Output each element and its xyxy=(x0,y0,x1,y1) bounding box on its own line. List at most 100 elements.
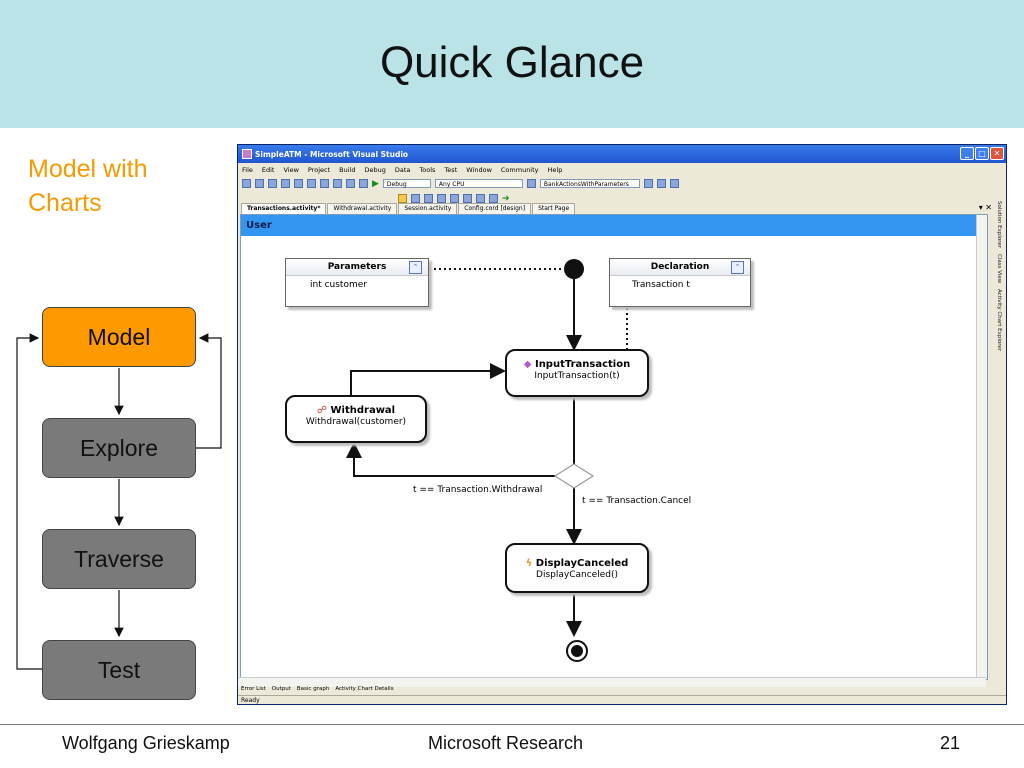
tab-withdrawal-activity[interactable]: Withdrawal.activity xyxy=(327,203,398,214)
minimize-button[interactable]: _ xyxy=(960,147,974,160)
tab-config-cord[interactable]: Config.cord [design] xyxy=(458,203,532,214)
input-transaction-sub: InputTransaction(t) xyxy=(534,371,620,381)
title-band xyxy=(0,0,1024,128)
activity-chart-explorer-tab[interactable]: Activity Chart Explorer xyxy=(996,289,1002,352)
undo-layout-icon[interactable] xyxy=(450,194,459,203)
class-view-tab[interactable]: Class View xyxy=(996,254,1002,284)
tab-start-page[interactable]: Start Page xyxy=(532,203,576,214)
input-transaction-icon: ◆ xyxy=(523,359,532,370)
activity-designer-canvas[interactable]: User xyxy=(240,214,988,680)
footer-divider xyxy=(0,724,1024,725)
menu-project[interactable]: Project xyxy=(307,165,331,174)
menu-debug[interactable]: Debug xyxy=(364,165,386,174)
withdrawal-node[interactable]: ☍ Withdrawal Withdrawal(customer) xyxy=(285,395,427,443)
layout-icon[interactable] xyxy=(424,194,433,203)
declaration-box[interactable]: Declaration ⌃ Transaction t xyxy=(609,258,751,307)
slide-title: Quick Glance xyxy=(379,38,645,87)
collapse-icon[interactable]: ⌃ xyxy=(731,261,744,274)
decision-node xyxy=(553,463,595,489)
start-debug-icon[interactable]: ▶ xyxy=(372,178,379,189)
bottom-tool-tabs: Error List Output Basic graph Activity C… xyxy=(238,686,394,695)
close-button[interactable]: ✕ xyxy=(990,147,1004,160)
close-tab-icon[interactable]: ▾ ✕ xyxy=(978,203,992,212)
find-icon[interactable] xyxy=(526,179,536,188)
menu-tools[interactable]: Tools xyxy=(419,165,436,174)
paste-icon[interactable] xyxy=(333,179,342,188)
cut-icon[interactable] xyxy=(307,179,316,188)
highlight-icon[interactable] xyxy=(398,194,407,203)
display-canceled-title: DisplayCanceled xyxy=(535,558,629,569)
vertical-scrollbar[interactable] xyxy=(976,215,987,679)
menu-help[interactable]: Help xyxy=(547,165,563,174)
designer-toolbar: ➔ xyxy=(238,191,1006,206)
withdrawal-sub: Withdrawal(customer) xyxy=(305,417,407,427)
maximize-button[interactable]: □ xyxy=(975,147,989,160)
redo-layout-icon[interactable] xyxy=(463,194,472,203)
display-canceled-node[interactable]: ϟ DisplayCanceled DisplayCanceled() xyxy=(505,543,649,593)
copy-icon[interactable] xyxy=(320,179,329,188)
flow-connectors xyxy=(16,333,222,670)
standard-toolbar: ▶ Debug Any CPU BankActionsWithParameter… xyxy=(238,176,1006,191)
basic-graph-tab[interactable]: Basic graph xyxy=(296,686,330,692)
side-panel-tabs: Solution Explorer Class View Activity Ch… xyxy=(996,201,1006,681)
open-file-icon[interactable] xyxy=(268,179,277,188)
diagram-edges xyxy=(346,259,628,662)
error-list-tab[interactable]: Error List xyxy=(241,686,266,692)
tab-session-activity[interactable]: Session.activity xyxy=(398,203,458,214)
display-canceled-sub: DisplayCanceled() xyxy=(536,570,618,580)
configuration-select[interactable]: Debug xyxy=(382,179,431,188)
declaration-header: Declaration xyxy=(610,259,750,276)
collapse-icon[interactable]: ⌃ xyxy=(409,261,422,274)
parameters-box[interactable]: Parameters ⌃ int customer xyxy=(285,258,429,307)
redo-icon[interactable] xyxy=(359,179,368,188)
footer-organization: Microsoft Research xyxy=(428,733,584,753)
horizontal-scrollbar[interactable] xyxy=(238,677,986,687)
solution-explorer-icon[interactable] xyxy=(643,179,653,188)
declaration-body: Transaction t xyxy=(632,280,690,290)
new-project-icon[interactable] xyxy=(242,179,251,188)
menu-build[interactable]: Build xyxy=(339,165,356,174)
menu-test[interactable]: Test xyxy=(444,165,458,174)
slide-subtitle: Model with Charts xyxy=(28,155,148,217)
input-transaction-title: InputTransaction xyxy=(534,359,631,370)
input-transaction-node[interactable]: ◆ InputTransaction InputTransaction(t) xyxy=(505,349,649,397)
document-tabs: Transactions.activity* Withdrawal.activi… xyxy=(238,203,991,214)
find-target-select[interactable]: BankActionsWithParameters xyxy=(539,179,640,188)
zoom-icon[interactable] xyxy=(437,194,446,203)
menu-community[interactable]: Community xyxy=(500,165,539,174)
properties-icon[interactable] xyxy=(656,179,666,188)
display-canceled-icon: ϟ xyxy=(525,558,533,569)
toolbox-icon[interactable] xyxy=(669,179,679,188)
menu-view[interactable]: View xyxy=(283,165,299,174)
window-title: SimpleATM - Microsoft Visual Studio xyxy=(255,149,409,159)
flow-step-explore: Explore xyxy=(42,418,196,478)
align-icon[interactable] xyxy=(411,194,420,203)
withdrawal-title: Withdrawal xyxy=(330,405,396,416)
guard-cancel-label: t == Transaction.Cancel xyxy=(582,496,692,506)
save-icon[interactable] xyxy=(281,179,290,188)
menu-window[interactable]: Window xyxy=(466,165,492,174)
tab-transactions-activity[interactable]: Transactions.activity* xyxy=(241,203,327,214)
menu-data[interactable]: Data xyxy=(394,165,411,174)
undo-icon[interactable] xyxy=(346,179,355,188)
menu-file[interactable]: File xyxy=(242,165,253,174)
run-icon[interactable]: ➔ xyxy=(502,193,510,204)
swimlane-header: User xyxy=(241,215,987,236)
start-node xyxy=(564,259,584,279)
save-all-icon[interactable] xyxy=(294,179,303,188)
add-item-icon[interactable] xyxy=(255,179,264,188)
output-tab[interactable]: Output xyxy=(271,686,291,692)
status-bar: Ready xyxy=(238,695,1006,704)
flow-step-model: Model xyxy=(42,307,196,367)
footer-author: Wolfgang Grieskamp xyxy=(62,733,230,753)
activity-chart-details-tab[interactable]: Activity Chart Details xyxy=(335,686,394,692)
solution-explorer-tab[interactable]: Solution Explorer xyxy=(996,201,1002,249)
withdrawal-icon: ☍ xyxy=(316,405,328,416)
format-icon[interactable] xyxy=(489,194,498,203)
menu-edit[interactable]: Edit xyxy=(261,165,275,174)
menu-bar: File Edit View Project Build Debug Data … xyxy=(238,163,1006,176)
platform-select[interactable]: Any CPU xyxy=(434,179,523,188)
guard-withdrawal-label: t == Transaction.Withdrawal xyxy=(413,485,543,495)
grid-icon[interactable] xyxy=(476,194,485,203)
page-number: 21 xyxy=(940,733,961,753)
